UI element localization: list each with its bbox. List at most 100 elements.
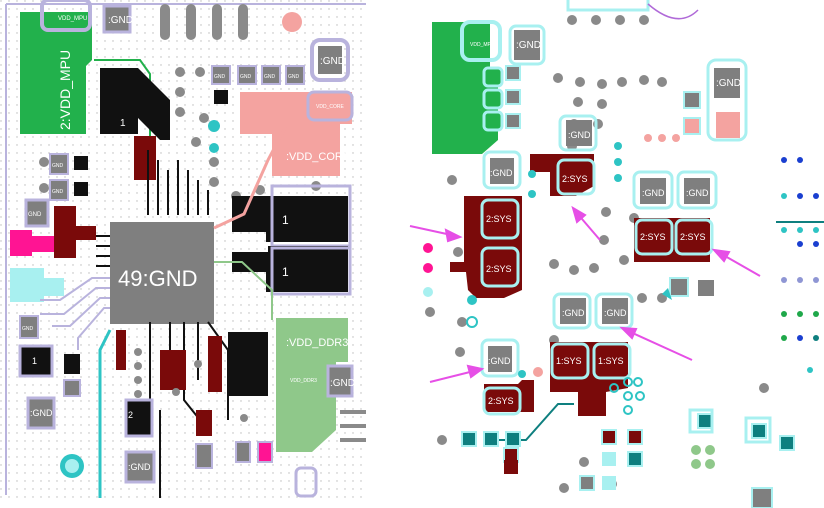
arrow-center-lower xyxy=(619,326,693,361)
vdd-mpu-small-label: VDD_MPU xyxy=(470,42,495,48)
sys-pad-outline xyxy=(556,158,596,196)
vdd-core-pad-outline xyxy=(306,90,354,122)
via-pink xyxy=(533,367,543,377)
sys-plane-center xyxy=(550,342,628,416)
sys-pad-outline xyxy=(480,198,520,240)
pad-gray-small xyxy=(579,475,595,491)
resistor-pad xyxy=(212,4,222,40)
pad-gray-small xyxy=(751,487,773,508)
trace-fanout-left xyxy=(96,235,112,267)
pad-black-small xyxy=(64,354,80,374)
trace-pink xyxy=(213,125,288,230)
via-cyan-ring xyxy=(609,377,645,415)
pad-outline-small xyxy=(744,416,772,444)
gnd-pad-right-label: :GND xyxy=(320,56,345,67)
pad-hot-pink xyxy=(28,236,54,252)
sys1-pad-b-label: 1:SYS xyxy=(598,356,624,366)
gnd-pad-pair-label: :GND xyxy=(686,188,709,198)
gnd-pad-small xyxy=(49,179,69,201)
sys-pad-left-lower-label: 2:SYS xyxy=(486,264,512,274)
copper-pad-dark xyxy=(134,136,156,180)
sys-pad-outline xyxy=(634,218,674,256)
via-cyan-large-core xyxy=(65,459,79,473)
gnd-pad-small-label: GND xyxy=(264,74,276,80)
gnd-pad-mid xyxy=(560,298,586,324)
pad-light xyxy=(602,452,616,466)
copper-pad-dark xyxy=(54,206,96,258)
sys-pad-outline xyxy=(480,246,520,288)
ic-thermal-pad xyxy=(110,222,214,324)
marker-cyan xyxy=(662,288,672,300)
gnd-pad-small xyxy=(49,153,69,175)
arrow-right xyxy=(711,248,761,277)
via-blue xyxy=(797,335,803,341)
resistor-pad xyxy=(160,4,170,40)
vdd-mpu-plane xyxy=(20,12,92,134)
pad-gray-small xyxy=(683,91,701,109)
sys-pad-center-label: 2:SYS xyxy=(562,174,588,184)
gnd-pad-small-label: GND xyxy=(288,74,300,80)
gnd-pad-small-label: GND xyxy=(28,212,42,218)
pcb-layout-left: VDD_MPU 2:VDD_MPU :GND :GND 1 GND GND GN… xyxy=(0,0,366,498)
gnd-pad-outline xyxy=(558,114,598,152)
vdd-mpu-fingers xyxy=(482,66,504,132)
gnd-pad-right-label: :GND xyxy=(716,78,741,89)
pad-outline-top xyxy=(566,0,650,12)
pad-hot-pink xyxy=(10,230,32,256)
via-teal xyxy=(813,335,819,341)
gnd-pad-small xyxy=(63,379,81,397)
gnd-pad-top-label: :GND xyxy=(108,15,133,26)
pad-teal xyxy=(627,451,643,467)
copper-pad-dark xyxy=(116,330,126,370)
trace-cyan xyxy=(98,329,112,498)
via-blue xyxy=(781,157,819,247)
gnd-pad-small xyxy=(235,441,251,463)
sys-pad-left-upper-label: 2:SYS xyxy=(486,214,512,224)
pad-gray-small xyxy=(669,277,689,297)
gnd-pad-mid xyxy=(602,298,628,324)
gnd-pad-top-label: :GND xyxy=(516,40,541,51)
connector-pins xyxy=(340,410,366,442)
gnd-pad-small-label: GND xyxy=(214,74,226,80)
pad-2-label: 2 xyxy=(128,410,133,420)
gnd-pad-outline xyxy=(480,338,520,378)
copper-pad-dark xyxy=(160,350,186,390)
pad-gray-small xyxy=(505,89,521,105)
resistor-pad xyxy=(186,4,196,40)
pad-black-small xyxy=(214,90,228,104)
pcb-layout-right: VDD_MPU :GND :GND :GND 2:SYS :GND 2:SYS … xyxy=(398,0,824,508)
gnd-pad-outline xyxy=(676,170,718,210)
gnd-pad-small xyxy=(285,65,305,85)
gnd-pad-outline xyxy=(552,292,592,330)
gnd-pad-mid-a-label: :GND xyxy=(562,308,585,318)
gnd-pad-mid-b-label: :GND xyxy=(604,308,627,318)
pad-red-small xyxy=(601,429,617,445)
gnd-pad-small xyxy=(24,198,50,228)
gnd-pad-pair xyxy=(640,178,666,204)
via-cyan xyxy=(467,295,477,305)
gnd-pad-outline xyxy=(482,150,522,190)
pad-outline-small xyxy=(688,408,714,434)
gnd-pad-bottom xyxy=(124,450,156,484)
gnd-pad-pair-label: :GND xyxy=(642,188,665,198)
vdd-ddr3-label: :VDD_DDR3 xyxy=(286,337,348,349)
gnd-pad-outline xyxy=(594,292,634,330)
vdd-mpu-label: 2:VDD_MPU xyxy=(57,50,73,130)
sys-pad-outline xyxy=(592,342,632,380)
pad-light xyxy=(602,476,616,490)
pad-black-small xyxy=(74,182,88,196)
via-cyan xyxy=(208,120,220,132)
gnd-pad-small xyxy=(237,65,257,85)
sys-pad-right-a-label: 2:SYS xyxy=(640,232,666,242)
gnd-pad-left xyxy=(26,396,56,430)
gnd-pad-right xyxy=(318,46,342,74)
gnd-pad-small-label: GND xyxy=(52,163,64,169)
gnd-pad-small-label: GND xyxy=(22,326,34,332)
power-plane-right-lower xyxy=(232,246,348,292)
gnd-pad-outline xyxy=(706,58,748,142)
gnd-pad-small xyxy=(211,65,231,85)
gnd-pad-top xyxy=(102,4,132,34)
trace-fanout-top xyxy=(147,150,209,215)
gnd-pad-left-label: :GND xyxy=(490,168,513,178)
gnd-pad-right xyxy=(714,68,740,98)
